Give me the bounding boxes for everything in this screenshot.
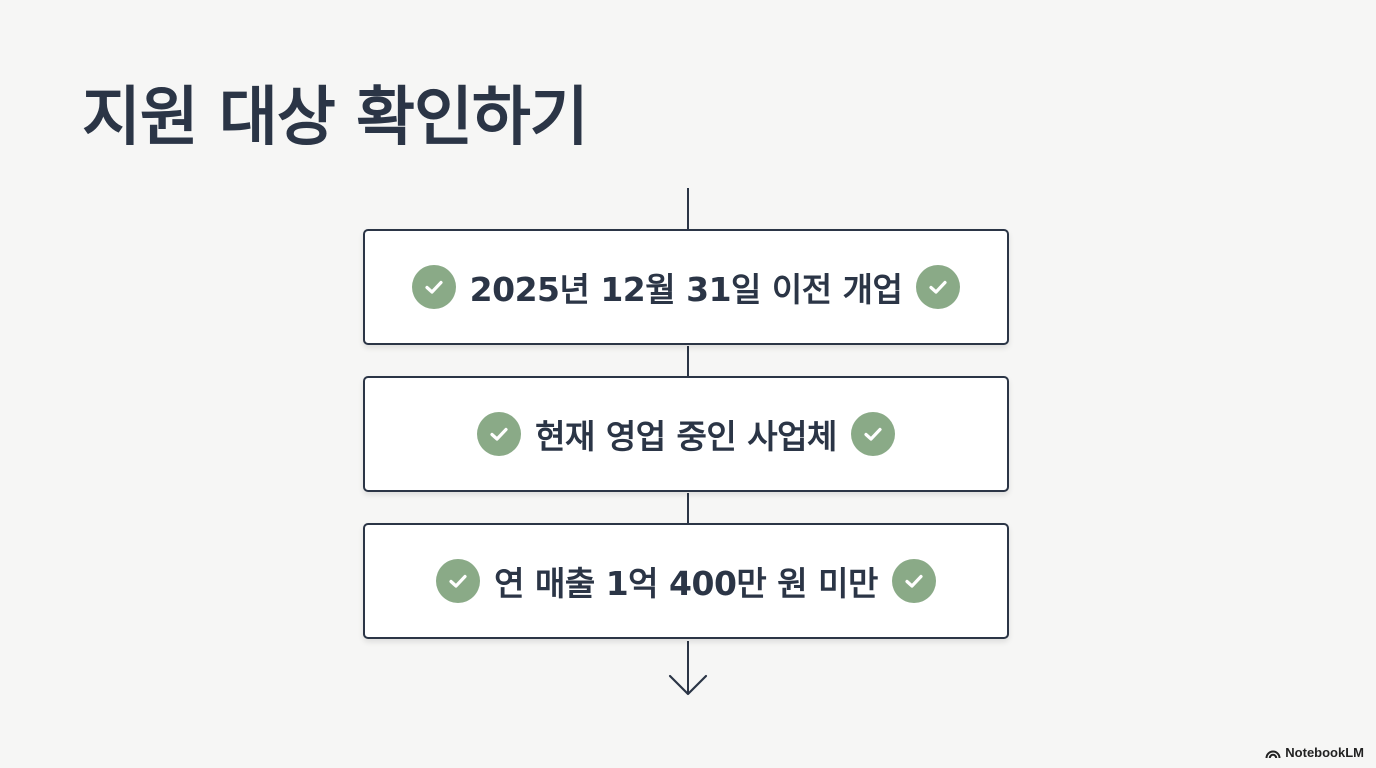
check-circle-icon (850, 412, 895, 456)
connector-line-bottom (687, 641, 689, 693)
check-circle-icon (477, 412, 522, 456)
step-label: 현재 영업 중인 사업체 (535, 417, 837, 456)
step-box-1: 2025년 12월 31일 이전 개업 (363, 229, 1009, 345)
brand-watermark: NotebookLM (1265, 745, 1364, 760)
page-title: 지원 대상 확인하기 (82, 81, 589, 155)
connector-line-1-2 (687, 346, 689, 378)
step-label: 연 매출 1억 400만 원 미만 (494, 564, 878, 603)
notebooklm-logo-icon (1265, 750, 1281, 758)
brand-label: NotebookLM (1285, 745, 1364, 760)
check-circle-icon (916, 265, 961, 309)
connector-line-2-3 (687, 493, 689, 525)
check-circle-icon (436, 559, 481, 603)
check-circle-icon (891, 559, 936, 603)
step-label: 2025년 12월 31일 이전 개업 (469, 270, 903, 309)
connector-line-top (687, 188, 689, 230)
step-box-2: 현재 영업 중인 사업체 (363, 376, 1009, 492)
step-box-3: 연 매출 1억 400만 원 미만 (363, 523, 1009, 639)
check-circle-icon (411, 265, 456, 309)
arrow-down-icon (668, 674, 708, 696)
